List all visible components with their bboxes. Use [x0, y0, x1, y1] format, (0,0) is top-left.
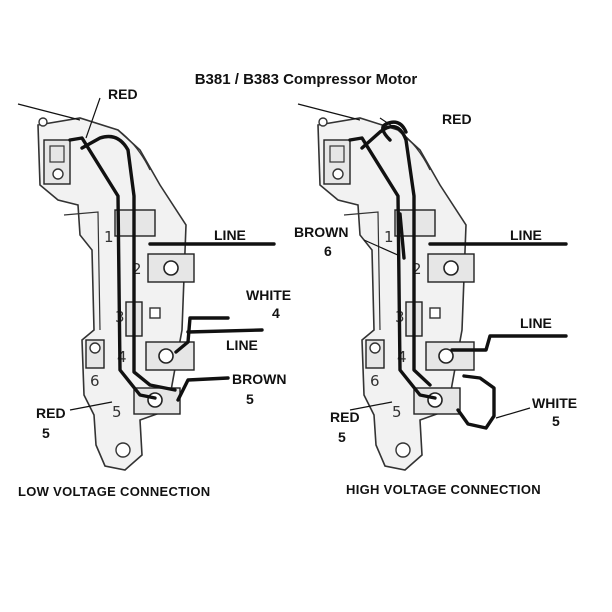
high-white-wire: [456, 374, 496, 430]
high-caption: HIGH VOLTAGE CONNECTION: [346, 482, 541, 497]
low-caption: LOW VOLTAGE CONNECTION: [18, 484, 210, 499]
low-line-1-label: LINE: [214, 227, 246, 243]
high-terminal-num-6: 6: [370, 372, 380, 390]
high-top-hole: [318, 117, 328, 127]
low-red-top-label: RED: [108, 86, 138, 102]
low-top-hole: [38, 117, 48, 127]
high-terminal-num-5: 5: [392, 403, 402, 421]
high-line-1-label: LINE: [510, 227, 542, 243]
low-red-bottom-label: RED: [36, 405, 66, 421]
high-terminal-num-4: 4: [397, 348, 407, 366]
low-terminal-num-5: 5: [112, 403, 122, 421]
low-line-2-label: LINE: [226, 337, 258, 353]
low-white-label: WHITE: [246, 287, 291, 303]
high-terminal-num-2: 2: [412, 260, 422, 278]
low-terminal-num-1: 1: [104, 228, 114, 246]
low-red-bottom-num: 5: [42, 425, 50, 441]
low-bottom-hole: [115, 442, 131, 458]
low-white-wire: [174, 316, 230, 354]
high-bottom-hole: [395, 442, 411, 458]
low-terminal-num-4: 4: [117, 348, 127, 366]
low-terminal-num-2: 2: [132, 260, 142, 278]
high-terminal-num-1: 1: [384, 228, 394, 246]
low-brown-wire: [176, 376, 230, 402]
high-brown-wire: [398, 212, 406, 260]
high-white-num: 5: [552, 413, 560, 429]
high-brown-label: BROWN: [294, 224, 348, 240]
high-brown-num: 6: [324, 243, 332, 259]
low-black-wire: [80, 134, 177, 392]
high-loop: [381, 120, 408, 142]
low-red-wire: [68, 136, 157, 400]
diagram-title: B381 / B383 Compressor Motor: [195, 71, 418, 88]
low-voltage-diagram: 1 2 3 4 5 6 RED LINE WHITE 4 LINE BROWN …: [17, 86, 291, 499]
low-brown-label: BROWN: [232, 371, 286, 387]
high-white-label: WHITE: [532, 395, 577, 411]
low-brown-num: 5: [246, 391, 254, 407]
high-voltage-diagram: 1 2 3 4 5 6 RED BROWN 6 LINE LINE WHITE …: [294, 103, 577, 497]
low-white-num: 4: [272, 305, 280, 321]
high-red-bottom-num: 5: [338, 429, 346, 445]
high-red-wire: [348, 136, 437, 400]
high-line-2: [450, 334, 568, 352]
high-terminal-4: [425, 341, 475, 371]
high-black-wire: [360, 124, 432, 387]
low-line-2: [186, 328, 264, 334]
high-red-bottom-label: RED: [330, 409, 360, 425]
high-line-2-label: LINE: [520, 315, 552, 331]
low-terminal-num-6: 6: [90, 372, 100, 390]
high-red-top-label: RED: [442, 111, 472, 127]
